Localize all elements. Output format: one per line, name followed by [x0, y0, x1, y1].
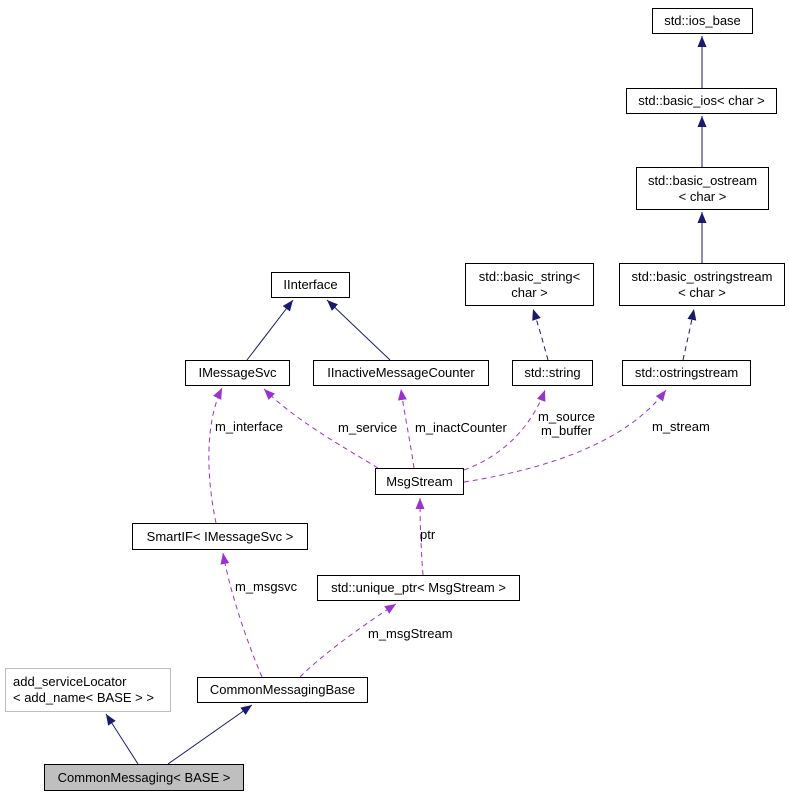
node-label: std::basic_ostringstream: [631, 268, 773, 284]
edge-label-m-msgsvc: m_msgsvc: [235, 580, 297, 594]
edge-label-line: m_source: [538, 409, 596, 424]
node-commonmessagingbase[interactable]: CommonMessagingBase: [197, 677, 368, 703]
node-label: < char >: [678, 188, 727, 204]
node-label: char >: [511, 284, 548, 300]
node-std-basic-ios[interactable]: std::basic_ios< char >: [626, 88, 777, 114]
node-label: IMessageSvc: [198, 365, 277, 380]
node-label: IInterface: [283, 277, 338, 292]
edge-ostringstream-to-basic-ostringstream: [682, 308, 697, 361]
edge-label-line: m_stream: [652, 419, 710, 434]
node-msgstream[interactable]: MsgStream: [375, 468, 464, 495]
edge-iinactivecounter-to-iinterface: [326, 299, 391, 361]
edge-smartif-to-imessagesvc: [208, 387, 223, 524]
edge-label-m-interface: m_interface: [215, 420, 283, 434]
node-std-ios-base[interactable]: std::ios_base: [652, 8, 753, 34]
edge-commonmessagingbase-to-smartif: [220, 552, 263, 678]
node-label: < char >: [678, 284, 726, 300]
node-label: std::basic_ios< char >: [638, 93, 765, 108]
node-label: < add_name< BASE > >: [13, 690, 154, 705]
edge-label-line: m_msgsvc: [235, 579, 298, 594]
node-label: MsgStream: [386, 473, 453, 489]
edge-uniqueptr-to-msgstream: [415, 497, 425, 576]
edge-commonmessaging-to-addservicelocator: [105, 713, 139, 765]
node-add-servicelocator: add_serviceLocator< add_name< BASE > >: [5, 668, 171, 712]
edge-string-to-basic-string: [532, 308, 549, 361]
node-label: CommonMessaging< BASE >: [57, 769, 231, 785]
node-std-basic-ostringstream[interactable]: std::basic_ostringstream< char >: [619, 263, 785, 306]
node-label: std::string: [524, 365, 581, 380]
edge-label-line: m_service: [338, 420, 398, 435]
edge-label-line: m_interface: [215, 419, 283, 434]
node-label: std::ostringstream: [634, 365, 739, 380]
edge-msgstream-to-iinactivecounter: [397, 388, 415, 469]
node-iinterface[interactable]: IInterface: [271, 272, 350, 298]
node-label: std::basic_ostream: [647, 172, 758, 188]
node-label: add_serviceLocator: [13, 674, 127, 689]
edge-label-ptr: ptr: [420, 528, 435, 542]
node-std-basic-ostream[interactable]: std::basic_ostream< char >: [636, 167, 769, 210]
edge-label-m-inactcounter: m_inactCounter: [415, 421, 507, 435]
node-iinactivemessagecounter[interactable]: IInactiveMessageCounter: [313, 360, 489, 386]
edge-label-line: m_msgStream: [368, 626, 453, 641]
node-label: std::basic_string<: [478, 268, 581, 284]
node-label: std::unique_ptr< MsgStream >: [331, 580, 506, 595]
node-std-unique-ptr-msgstream[interactable]: std::unique_ptr< MsgStream >: [317, 575, 520, 601]
edge-label-line: m_buffer: [541, 423, 593, 438]
node-label: SmartIF< IMessageSvc >: [146, 528, 294, 544]
edge-label-line: m_inactCounter: [415, 420, 507, 435]
node-std-ostringstream[interactable]: std::ostringstream: [622, 360, 751, 386]
edge-imessagesvc-to-iinterface: [246, 299, 294, 361]
node-imessagesvc[interactable]: IMessageSvc: [185, 360, 290, 386]
node-label: CommonMessagingBase: [209, 682, 356, 697]
node-label: IInactiveMessageCounter: [327, 365, 475, 380]
edge-label-m-service: m_service: [338, 421, 397, 435]
node-commonmessaging-base: CommonMessaging< BASE >: [44, 764, 244, 791]
edge-commonmessaging-to-commonmessagingbase: [167, 704, 253, 765]
node-label: std::ios_base: [664, 13, 741, 28]
node-std-string[interactable]: std::string: [512, 360, 593, 386]
edge-label-m-stream: m_stream: [652, 420, 710, 434]
edge-commonmessagingbase-to-uniqueptr: [299, 603, 397, 678]
edge-label-m-msgstream: m_msgStream: [368, 627, 453, 641]
edge-msgstream-to-ostringstream: [463, 389, 667, 483]
node-smartif-imessagesvc[interactable]: SmartIF< IMessageSvc >: [132, 523, 308, 550]
node-std-basic-string[interactable]: std::basic_string<char >: [465, 263, 594, 306]
edge-label-line: ptr: [420, 527, 436, 542]
